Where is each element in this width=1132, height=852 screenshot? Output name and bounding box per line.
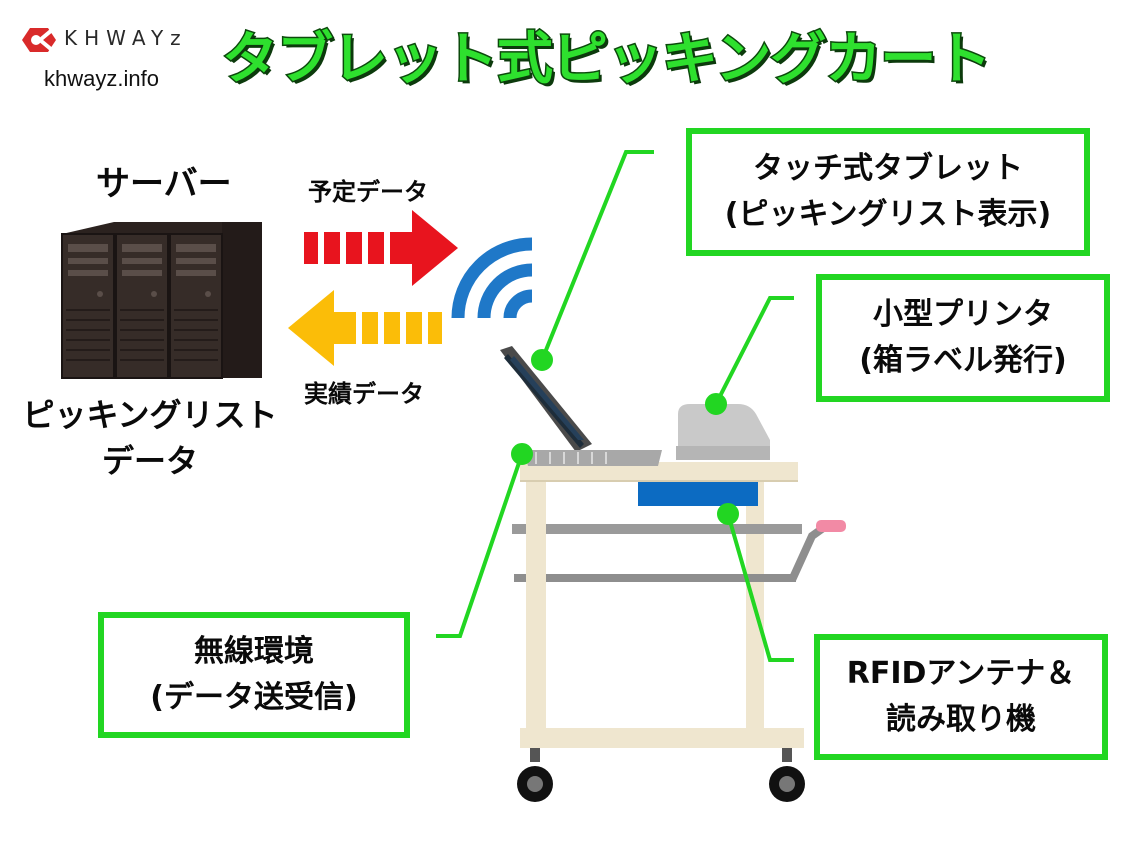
leader-lines (436, 150, 794, 662)
callout-rfid-line1: RFIDアンテナ＆ (846, 656, 1076, 691)
actual-data-label: 実績データ (304, 380, 424, 408)
server-data-label: ピッキングリスト データ (20, 392, 280, 484)
callout-wireless-line2: (データ送受信) (150, 680, 358, 715)
callout-printer-line1: 小型プリンタ (873, 297, 1053, 332)
brand-url: khwayz.info (44, 66, 159, 91)
planned-data-label: 予定データ (308, 178, 428, 206)
actual-data-arrow (288, 290, 442, 366)
server-data-label-line2: データ (101, 442, 198, 480)
planned-data-arrow (304, 210, 458, 286)
wifi-icon (451, 237, 533, 319)
server-icon (61, 222, 262, 379)
logo-icon (22, 28, 56, 52)
printer-icon (676, 404, 770, 460)
callout-printer: 小型プリンタ (箱ラベル発行) (816, 274, 1110, 402)
cart-icon (512, 462, 846, 802)
callout-wireless: 無線環境 (データ送受信) (98, 612, 410, 738)
tablet-icon (500, 346, 662, 466)
page-title: タブレット式ピッキングカート (220, 26, 992, 94)
callout-printer-line2: (箱ラベル発行) (859, 343, 1067, 378)
callout-tablet: タッチ式タブレット (ピッキングリスト表示) (686, 128, 1090, 256)
rfid-antenna-icon (638, 482, 758, 506)
brand-name: KHWAYz (64, 26, 188, 50)
callout-rfid-line2: 読み取り機 (886, 702, 1036, 737)
callout-rfid: RFIDアンテナ＆ 読み取り機 (814, 634, 1108, 760)
callout-tablet-line2: (ピッキングリスト表示) (724, 197, 1052, 232)
server-title: サーバー (96, 164, 232, 204)
callout-wireless-line1: 無線環境 (194, 634, 314, 669)
server-data-label-line1: ピッキングリスト (22, 396, 278, 434)
callout-tablet-line1: タッチ式タブレット (753, 151, 1023, 186)
